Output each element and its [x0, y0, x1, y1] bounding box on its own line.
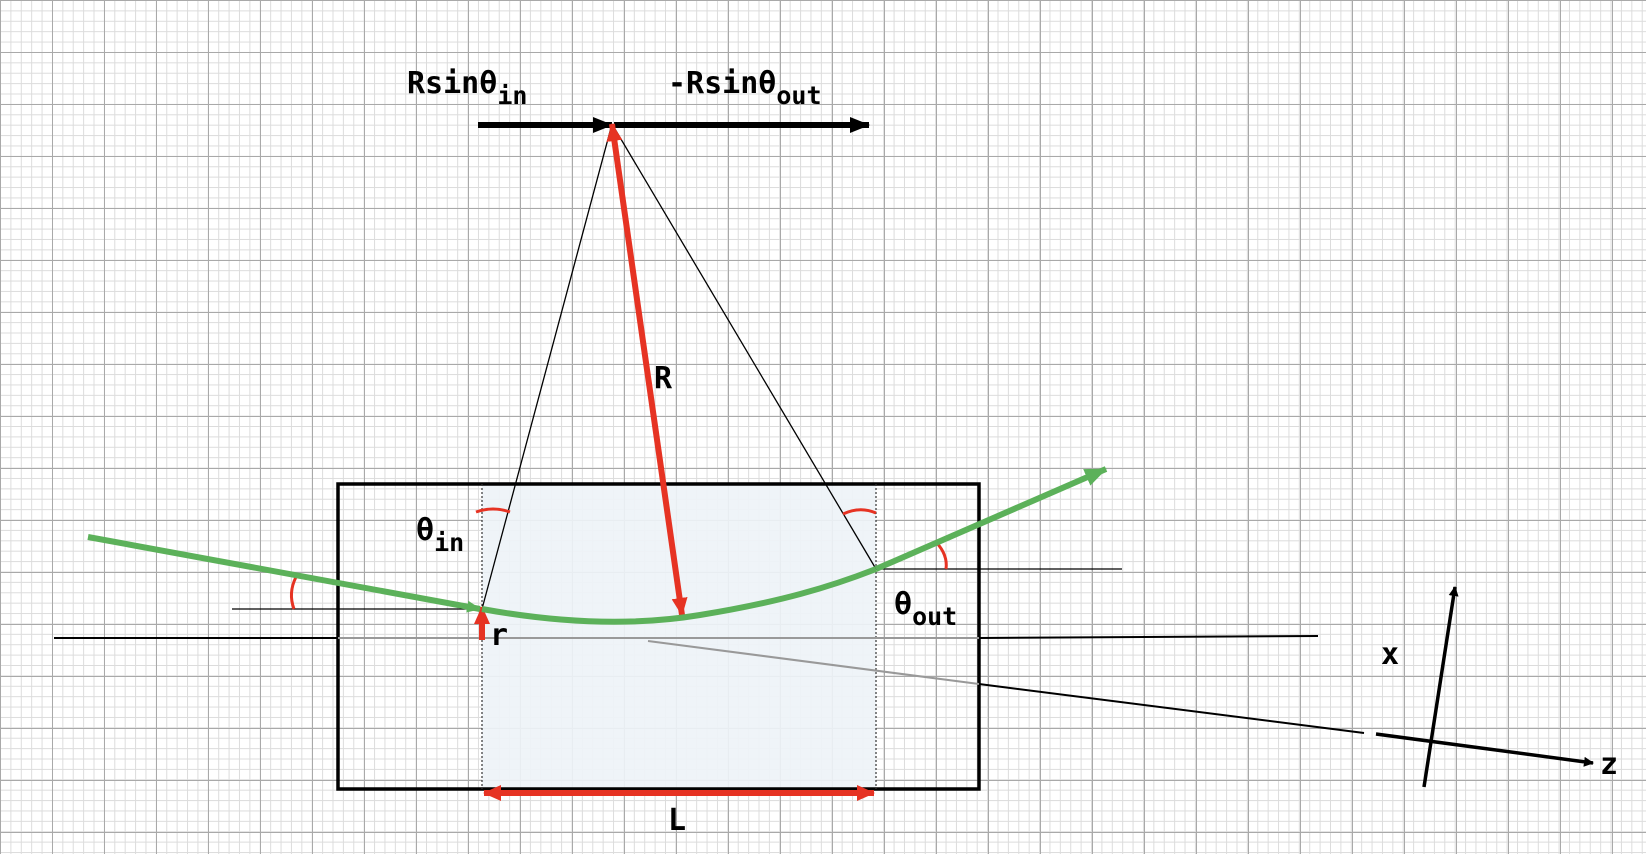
- radius-label: R: [654, 361, 673, 396]
- x-axis-label: x: [1381, 637, 1399, 672]
- reference-axis-right: [978, 635, 1319, 639]
- offset-label: r: [490, 618, 508, 653]
- theta-out-arc: [934, 540, 948, 570]
- theta-in-arc: [289, 576, 298, 610]
- x-axis-arrow: [1422, 586, 1459, 788]
- r-sin-theta-in-label: Rsinθin: [407, 66, 527, 110]
- theta-out-label: θout: [894, 587, 957, 631]
- construction-line-in: [481, 123, 613, 610]
- oblique-line-inside: [647, 640, 980, 685]
- outgoing-beam: [874, 466, 1108, 572]
- length-label: L: [668, 803, 686, 838]
- curved-beam: [481, 566, 878, 625]
- center-arc-out: [842, 508, 877, 516]
- oblique-line-outside: [978, 683, 1365, 734]
- incoming-beam: [87, 534, 481, 613]
- center-arc-in: [475, 507, 511, 514]
- z-axis-arrow: [1375, 732, 1594, 767]
- field-region: [482, 484, 876, 789]
- theta-in-label: θin: [416, 513, 464, 557]
- z-axis-label: z: [1600, 747, 1618, 782]
- neg-r-sin-theta-out-label: -Rsinθout: [668, 66, 822, 110]
- radius-arrow: [606, 123, 688, 616]
